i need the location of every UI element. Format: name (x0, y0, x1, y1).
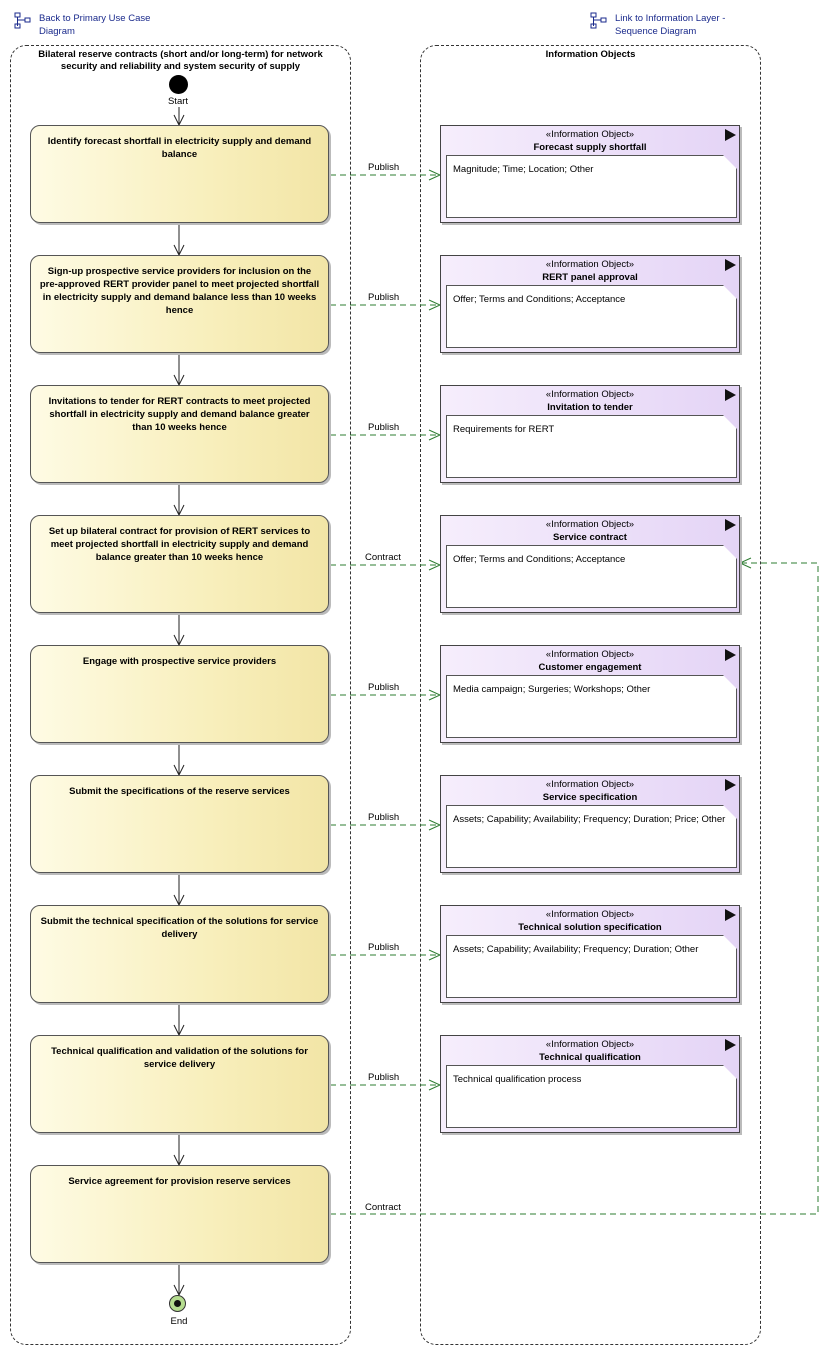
triangle-flag-icon (725, 519, 736, 531)
info-object-service-contract[interactable]: «Information Object» Service contract Of… (440, 515, 740, 613)
info-object-name: Service specification (542, 792, 638, 803)
info-stereotype: «Information Object» (545, 259, 635, 270)
info-object-attributes: Media campaign; Surgeries; Workshops; Ot… (446, 675, 737, 738)
triangle-flag-icon (725, 129, 736, 141)
end-node[interactable] (169, 1295, 186, 1312)
information-objects-lane-title: Information Objects (545, 49, 636, 60)
start-label: Start (167, 96, 189, 107)
info-object-name: Technical solution specification (518, 922, 662, 933)
action-invitations-to-tender[interactable]: Invitations to tender for RERT contracts… (30, 385, 329, 483)
info-stereotype: «Information Object» (545, 1039, 635, 1050)
flow-label: Publish (368, 422, 400, 433)
info-object-name: Invitation to tender (547, 402, 633, 413)
process-lane-title: Bilateral reserve contracts (short and/o… (38, 49, 323, 72)
info-stereotype: «Information Object» (545, 909, 635, 920)
info-object-attributes: Assets; Capability; Availability; Freque… (446, 805, 737, 868)
info-object-attributes: Requirements for RERT (446, 415, 737, 478)
action-set-up-bilateral-contract[interactable]: Set up bilateral contract for provision … (30, 515, 329, 613)
info-object-name: Service contract (553, 532, 627, 543)
object-flow-arrow (330, 557, 819, 1215)
start-node[interactable] (169, 75, 188, 94)
flow-label: Publish (368, 682, 400, 693)
info-object-attributes: Offer; Terms and Conditions; Acceptance (446, 545, 737, 608)
attributes-text: Requirements for RERT (453, 424, 555, 435)
flow-label: Publish (368, 942, 400, 953)
flow-label: Publish (368, 1072, 400, 1083)
end-label: End (170, 1316, 188, 1327)
info-object-invitation-to-tender[interactable]: «Information Object» Invitation to tende… (440, 385, 740, 483)
information-layer-sequence-link[interactable]: Link to Information Layer - Sequence Dia… (590, 12, 750, 38)
info-object-forecast-supply-shortfall[interactable]: «Information Object» Forecast supply sho… (440, 125, 740, 223)
info-object-attributes: Assets; Capability; Availability; Freque… (446, 935, 737, 998)
action-engage-service-providers[interactable]: Engage with prospective service provider… (30, 645, 329, 743)
info-object-name: Forecast supply shortfall (533, 142, 647, 153)
attributes-text: Magnitude; Time; Location; Other (453, 164, 594, 175)
info-object-attributes: Offer; Terms and Conditions; Acceptance (446, 285, 737, 348)
info-object-attributes: Technical qualification process (446, 1065, 737, 1128)
action-service-agreement[interactable]: Service agreement for provision reserve … (30, 1165, 329, 1263)
flow-label: Contract (365, 552, 401, 563)
flow-label: Contract (365, 1202, 401, 1213)
triangle-flag-icon (725, 259, 736, 271)
attributes-text: Offer; Terms and Conditions; Acceptance (453, 554, 626, 565)
info-stereotype: «Information Object» (545, 389, 635, 400)
triangle-flag-icon (725, 649, 736, 661)
action-technical-qualification[interactable]: Technical qualification and validation o… (30, 1035, 329, 1133)
info-object-customer-engagement[interactable]: «Information Object» Customer engagement… (440, 645, 740, 743)
action-sign-up-service-providers[interactable]: Sign-up prospective service providers fo… (30, 255, 329, 353)
info-object-name: Customer engagement (538, 662, 642, 673)
flow-label: Publish (368, 162, 400, 173)
back-to-primary-use-case-link[interactable]: Back to Primary Use Case Diagram (14, 12, 169, 38)
info-object-service-specification[interactable]: «Information Object» Service specificati… (440, 775, 740, 873)
info-object-attributes: Magnitude; Time; Location; Other (446, 155, 737, 218)
flow-label: Publish (368, 292, 400, 303)
forward-link-label: Link to Information Layer - Sequence Dia… (615, 13, 726, 37)
back-link-label: Back to Primary Use Case Diagram (39, 13, 151, 37)
attributes-text: Assets; Capability; Availability; Freque… (453, 944, 699, 955)
diagram-link-icon (590, 12, 607, 29)
triangle-flag-icon (725, 389, 736, 401)
info-object-name: RERT panel approval (542, 272, 638, 283)
action-submit-technical-specification[interactable]: Submit the technical specification of th… (30, 905, 329, 1003)
action-submit-reserve-specifications[interactable]: Submit the specifications of the reserve… (30, 775, 329, 873)
diagram-link-icon (14, 12, 31, 29)
info-object-rert-panel-approval[interactable]: «Information Object» RERT panel approval… (440, 255, 740, 353)
attributes-text: Technical qualification process (453, 1074, 582, 1085)
attributes-text: Assets; Capability; Availability; Freque… (453, 814, 726, 825)
flow-label: Publish (368, 812, 400, 823)
info-stereotype: «Information Object» (545, 779, 635, 790)
triangle-flag-icon (725, 1039, 736, 1051)
triangle-flag-icon (725, 909, 736, 921)
action-identify-forecast-shortfall[interactable]: Identify forecast shortfall in electrici… (30, 125, 329, 223)
info-stereotype: «Information Object» (545, 519, 635, 530)
info-stereotype: «Information Object» (545, 129, 635, 140)
info-object-technical-qualification[interactable]: «Information Object» Technical qualifica… (440, 1035, 740, 1133)
attributes-text: Offer; Terms and Conditions; Acceptance (453, 294, 626, 305)
info-stereotype: «Information Object» (545, 649, 635, 660)
triangle-flag-icon (725, 779, 736, 791)
info-object-name: Technical qualification (539, 1052, 641, 1063)
info-object-technical-solution-specification[interactable]: «Information Object» Technical solution … (440, 905, 740, 1003)
attributes-text: Media campaign; Surgeries; Workshops; Ot… (453, 684, 651, 695)
